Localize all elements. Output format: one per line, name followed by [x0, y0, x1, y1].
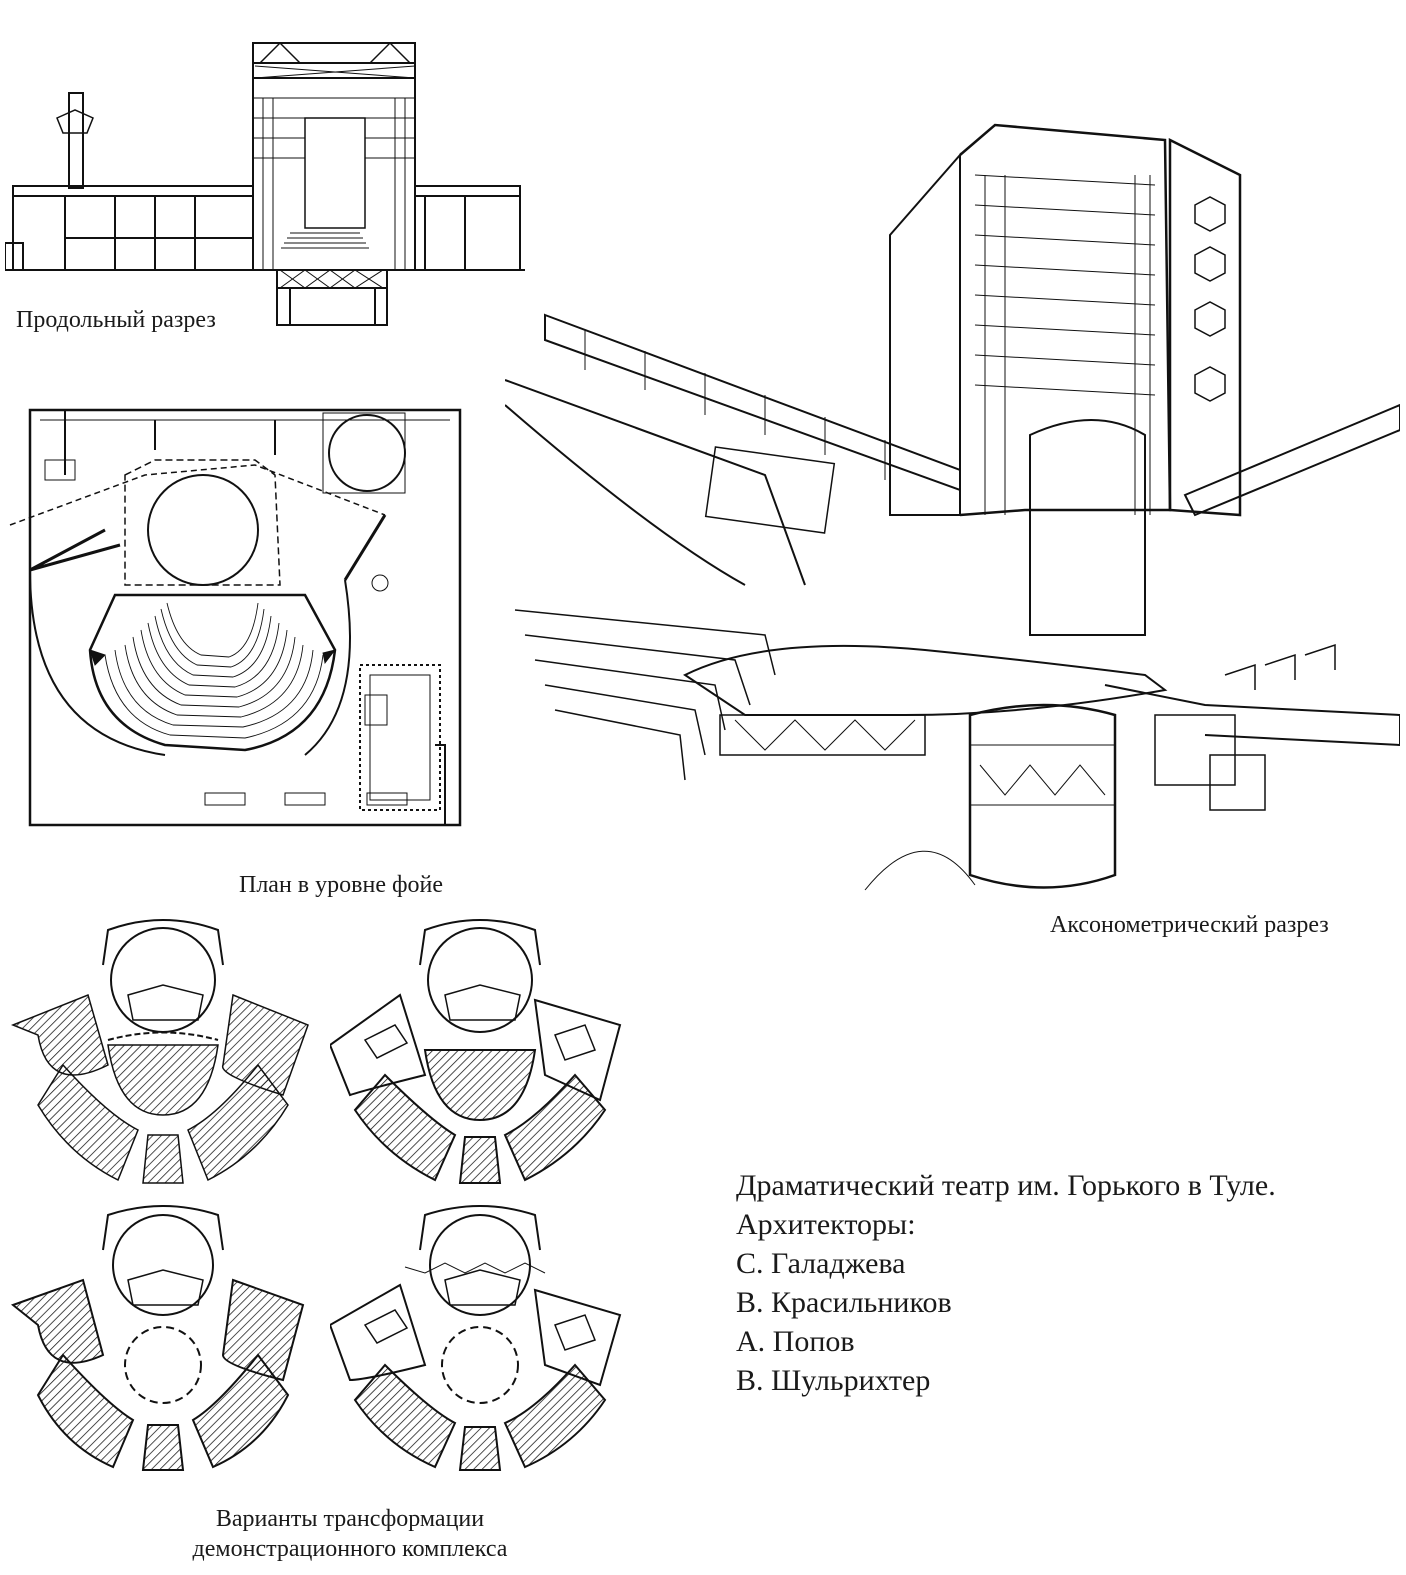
- variant-plan-1: [8, 915, 313, 1185]
- theatre-title: Драматический театр им. Горького в Туле.: [736, 1169, 1276, 1202]
- architect-name: А. Попов: [736, 1325, 855, 1358]
- variant-plan-3: [8, 1205, 308, 1475]
- foyer-plan-drawing: [5, 405, 467, 845]
- architect-name: В. Шульрихтер: [736, 1364, 931, 1397]
- architect-name: В. Красильников: [736, 1286, 952, 1319]
- axon-caption: Аксонометрический разрез: [1050, 912, 1329, 938]
- plan-caption: План в уровне фойе: [239, 872, 444, 898]
- variant-plan-4: [330, 1205, 630, 1475]
- section-caption: Продольный разрез: [16, 307, 216, 333]
- axonometric-section-drawing: [505, 115, 1400, 900]
- variants-caption-line2: демонстрационного комплекса: [192, 1536, 508, 1562]
- variants-caption-line1: Варианты трансформации: [215, 1506, 485, 1532]
- variant-plan-2: [330, 915, 630, 1185]
- credits-block: Драматический театр им. Горького в Туле.…: [736, 1166, 1276, 1400]
- architect-name: С. Галаджева: [736, 1247, 906, 1280]
- longitudinal-section-drawing: [5, 38, 530, 338]
- architects-label: Архитекторы:: [736, 1208, 916, 1241]
